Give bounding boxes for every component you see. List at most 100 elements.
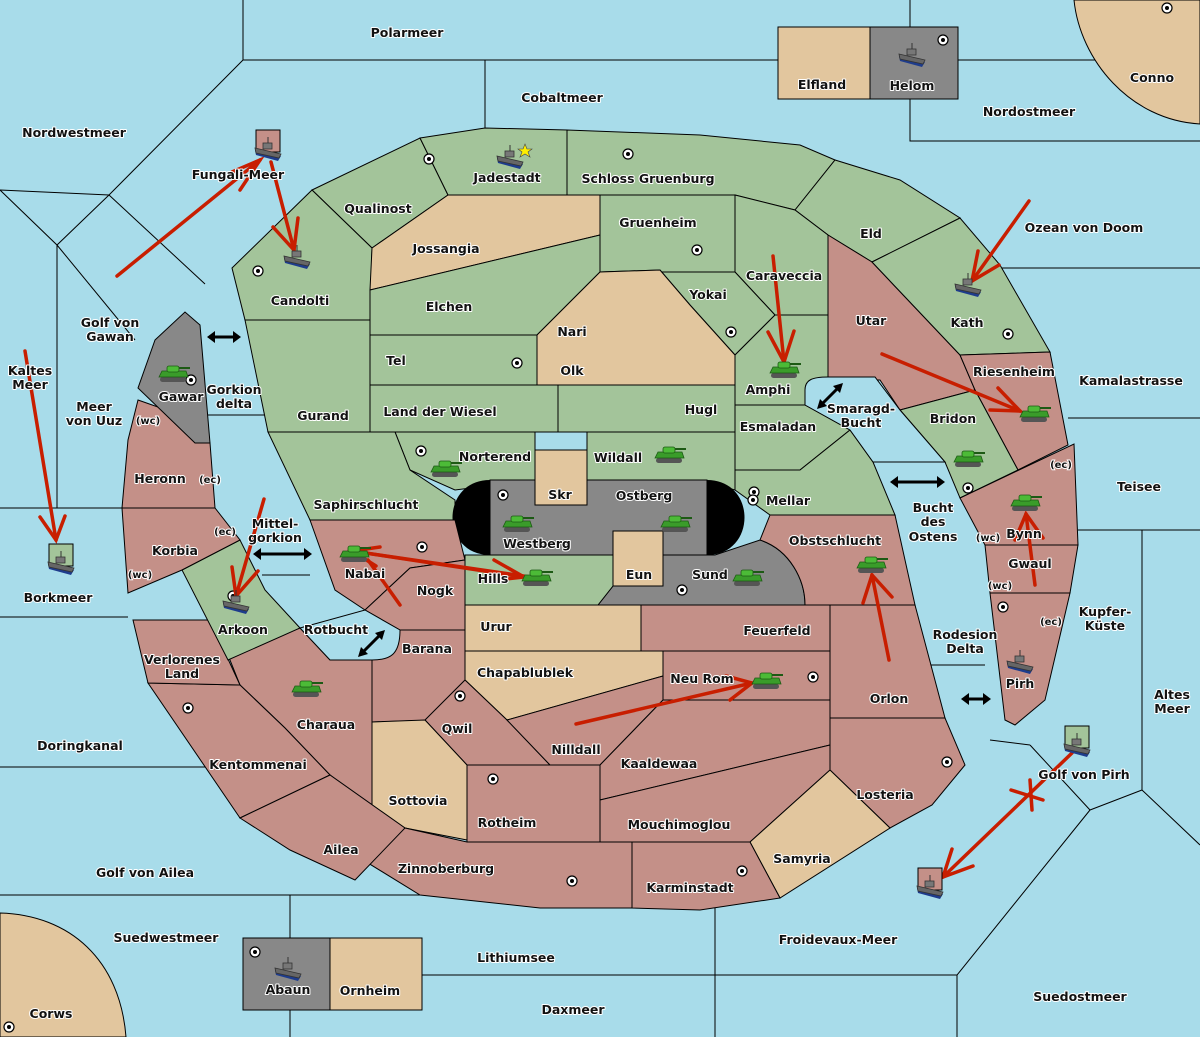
army-icon[interactable] [751,672,783,689]
fleet-icon[interactable] [254,129,282,161]
double-arrow-icon [358,630,385,657]
army-icon[interactable] [654,446,686,463]
label-mittelgorkion: Mittel- [252,516,299,531]
label-doringkanal: Doringkanal [37,738,123,753]
label-kupfer-2: Küste [1085,618,1125,633]
army-icon[interactable] [856,556,888,573]
label-gurand: Gurand [297,408,349,423]
label-ailea: Ailea [323,842,358,857]
sea-rotbucht-inlet [299,609,401,661]
coast-bynn-wc: (wc) [976,533,1000,544]
army-icon[interactable] [521,569,553,586]
label-mittelgorkion-2: gorkion [248,530,302,545]
region-gruenheim[interactable] [599,194,736,273]
fleet-icon[interactable] [47,543,75,575]
label-elchen: Elchen [426,299,473,314]
supply-center-icon [691,244,703,256]
fleet-icon[interactable] [283,245,311,269]
army-icon[interactable] [769,361,801,378]
label-mouchimoglou: Mouchimoglou [628,817,731,832]
label-eld: Eld [860,226,882,241]
fleet-icon[interactable] [1006,650,1034,674]
fleet-icon[interactable] [496,143,533,169]
fleet-icon[interactable] [898,43,926,67]
double-arrow-icon [207,331,241,343]
army-icon[interactable] [660,515,692,532]
label-norterend: Norterend [459,449,531,464]
label-samyria: Samyria [773,851,831,866]
capital-star-icon [517,143,533,158]
supply-center-icon [252,265,264,277]
double-arrow-icon [890,476,945,488]
order-arrow [366,558,402,607]
label-zinnoberburg: Zinnoberburg [398,861,494,876]
army-icon[interactable] [291,680,323,697]
supply-centers [3,2,1173,1033]
label-bucht-ostens-3: Ostens [909,529,958,544]
label-daxmeer: Daxmeer [541,1002,605,1017]
label-westberg: Westberg [503,536,571,551]
label-suedostmeer: Suedostmeer [1033,989,1127,1004]
region-eun[interactable] [612,530,664,587]
label-meer-uuz: Meer [76,399,112,414]
label-gruenheim: Gruenheim [619,215,696,230]
fleet-icon[interactable] [222,590,250,614]
order-arrow-failed [940,751,1074,880]
fleet-icon[interactable] [274,957,302,981]
label-korbia: Korbia [152,543,198,558]
label-smaragd: Smaragd- [827,401,895,416]
region-mellar[interactable] [734,429,896,516]
label-pirh: Pirh [1006,676,1035,691]
region-pirh[interactable] [989,592,1071,726]
supply-center-icon [1002,328,1014,340]
label-orlon: Orlon [870,691,909,706]
label-conno: Conno [1130,70,1175,85]
label-meer-uuz-2: von Uuz [66,413,122,428]
label-kupfer: Kupfer- [1079,604,1132,619]
label-candolti: Candolti [271,293,330,308]
label-nari: Nari [557,324,586,339]
region-rotheim[interactable] [466,764,601,843]
coast-labels: (wc) (ec) (ec) (wc) (ec) (wc) (wc) (ec) [127,415,1073,629]
label-saphirschlucht: Saphirschlucht [314,497,419,512]
label-suedwestmeer: Suedwestmeer [114,930,220,945]
units [47,43,1091,981]
region-conno[interactable] [1073,0,1200,125]
supply-center-icon [807,671,819,683]
army-icon[interactable] [953,450,985,467]
army-icon[interactable] [339,545,371,562]
label-helom: Helom [890,78,935,93]
region-verlorenes-land[interactable] [132,619,241,686]
label-karminstadt: Karminstadt [646,880,733,895]
region-skr[interactable] [534,449,588,506]
label-kath: Kath [951,315,984,330]
fleet-icon[interactable] [1063,725,1091,757]
label-riesenheim: Riesenheim [973,364,1055,379]
coast-pirh-ec: (ec) [1040,617,1062,628]
army-icon[interactable] [732,569,764,586]
army-icon[interactable] [1010,494,1042,511]
label-smaragd-2: Bucht [841,415,882,430]
label-altes-meer-2: Meer [1154,701,1190,716]
label-gwaul: Gwaul [1008,556,1051,571]
region-ornheim[interactable] [329,937,423,1011]
army-icon[interactable] [430,460,462,477]
supply-center-icon [566,875,578,887]
supply-center-icon [415,445,427,457]
fleet-icon[interactable] [954,273,982,297]
supply-center-icon [497,489,509,501]
army-icon[interactable] [502,515,534,532]
supply-center-icon [454,690,466,702]
supply-center-icon [182,702,194,714]
fleet-icon[interactable] [916,867,944,899]
label-nordwestmeer: Nordwestmeer [22,125,127,140]
order-arrow [574,674,756,726]
army-icon[interactable] [1019,405,1051,422]
label-rotbucht: Rotbucht [304,622,368,637]
label-barana: Barana [402,641,452,656]
army-icon[interactable] [158,365,190,382]
region-corws[interactable] [0,912,127,1037]
region-ailea[interactable] [238,774,406,881]
label-bynn: Bynn [1006,526,1041,541]
region-obstschlucht[interactable] [759,514,916,606]
